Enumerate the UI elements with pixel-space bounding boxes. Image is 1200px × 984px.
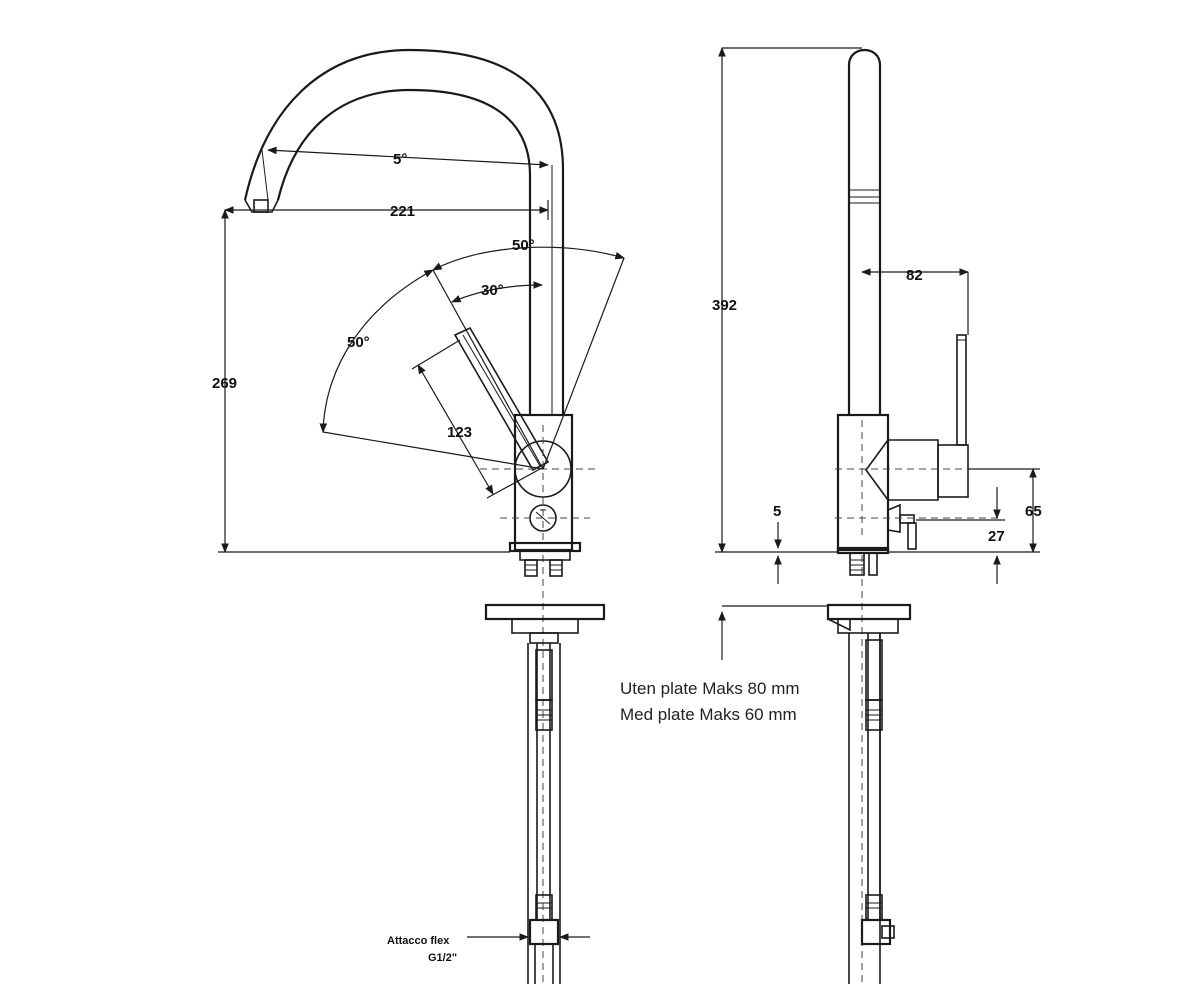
dim-side-offset: 82: [906, 267, 923, 284]
side-view: [826, 49, 1035, 984]
spout-outer-contour: [243, 48, 565, 415]
connection-label-line1: Attacco flex: [387, 935, 450, 947]
lever-handle-side: [956, 334, 967, 446]
side-dimensions: 392 82 5 65 27: [712, 47, 1042, 660]
dim-lever-length: 123: [447, 424, 472, 441]
dim-angle-right: 50°: [512, 237, 535, 254]
dim-outlet-height: 27: [988, 528, 1005, 545]
spout-side-contour: [847, 49, 882, 415]
lever-handle-front: [453, 326, 550, 472]
front-dimensions: 5° 221 269 50° 30° 50° 123 Attacco flex …: [212, 146, 625, 964]
faucet-body-front: [513, 413, 574, 552]
dim-lever-height: 65: [1025, 503, 1042, 520]
dim-base-clearance: 5: [773, 503, 781, 520]
dim-angle-left: 50°: [347, 334, 370, 351]
faucet-body-side: [836, 413, 890, 552]
dim-total-height: 392: [712, 297, 737, 314]
installation-note: Uten plate Maks 80 mm Med plate Maks 60 …: [620, 679, 800, 724]
dim-angle-top: 5°: [393, 151, 407, 168]
dim-angle-mid: 30°: [481, 282, 504, 299]
dim-reach: 221: [390, 203, 415, 220]
spout-inner-contour: [276, 88, 532, 415]
dim-spout-height: 269: [212, 375, 237, 392]
front-view: [243, 48, 606, 984]
connection-label-line2: G1/2": [428, 952, 457, 964]
